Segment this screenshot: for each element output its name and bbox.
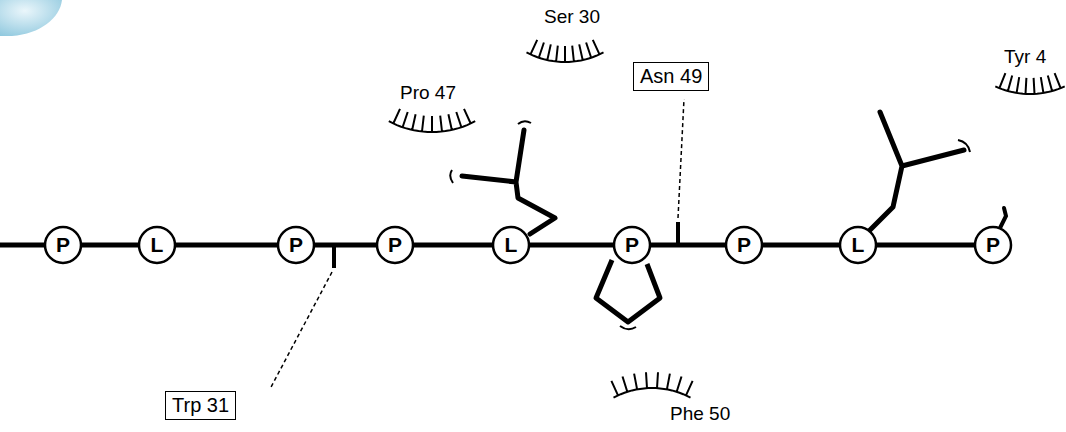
residue-letter: L: [505, 233, 518, 257]
residue-circle: L: [491, 225, 531, 265]
contact-tick: [620, 326, 636, 329]
backbone-stem: [676, 222, 680, 245]
backbone-bond: [876, 243, 975, 248]
residue-letter: L: [852, 233, 865, 257]
backbone-bond: [762, 243, 840, 248]
pro-ring: [596, 260, 660, 322]
residue-box: Asn 49: [633, 62, 709, 91]
residue-letter: P: [625, 233, 639, 257]
leu-side-chain: [462, 130, 555, 234]
contact-tick: [958, 140, 970, 152]
contact-tick: [450, 121, 531, 183]
backbone-bond: [529, 243, 614, 248]
backbone-end: [0, 243, 44, 248]
backbone-bond: [650, 243, 726, 248]
backbone-bond: [413, 243, 493, 248]
hydrophobic-contact: [527, 40, 604, 62]
backbone-bond: [175, 243, 278, 248]
residue-circle: P: [43, 225, 83, 265]
residue-circle: P: [612, 225, 652, 265]
residue-letter: P: [289, 233, 303, 257]
residue-circle: L: [838, 225, 878, 265]
backbone-stub: [1000, 208, 1006, 228]
hydrophobic-contact: [611, 372, 692, 397]
backbone-bond: [81, 243, 139, 248]
residue-letter: P: [56, 233, 70, 257]
hydrogen-bond: [270, 272, 332, 389]
hydrogen-bond: [678, 99, 684, 218]
residue-circle: P: [724, 225, 764, 265]
backbone-stem: [332, 245, 336, 268]
residue-letter: L: [151, 233, 164, 257]
residue-label: Tyr 4: [1004, 46, 1046, 68]
residue-label: Ser 30: [544, 6, 600, 28]
protein-surface: [0, 0, 62, 36]
residue-letter: P: [388, 233, 402, 257]
residue-circle: P: [375, 225, 415, 265]
hydrophobic-contact: [995, 73, 1064, 94]
residue-box: Trp 31: [165, 391, 236, 420]
residue-letter: P: [986, 233, 1000, 257]
residue-letter: P: [737, 233, 751, 257]
hydrophobic-contact: [389, 109, 475, 132]
residue-label: Phe 50: [670, 403, 730, 425]
residue-circle: P: [973, 225, 1013, 265]
residue-name: Trp 31: [172, 394, 229, 416]
residue-name: Asn 49: [640, 65, 702, 87]
residue-label: Pro 47: [400, 82, 456, 104]
residue-circle: P: [276, 225, 316, 265]
residue-circle: L: [137, 225, 177, 265]
backbone-bond: [314, 243, 377, 248]
leu-side-chain: [868, 112, 964, 232]
